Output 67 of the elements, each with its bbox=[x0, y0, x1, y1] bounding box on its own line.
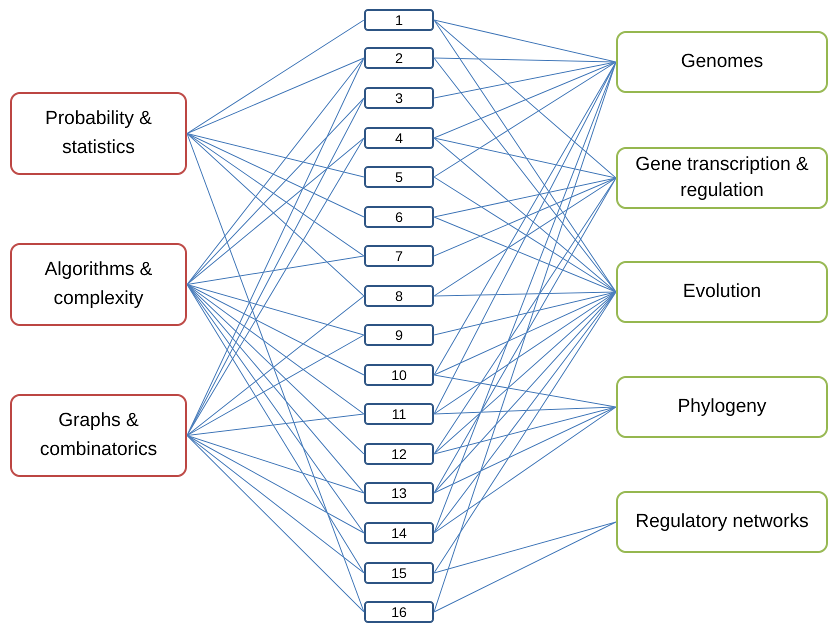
connector-line bbox=[186, 334, 364, 436]
connector-line bbox=[186, 414, 364, 436]
connector-line bbox=[434, 62, 616, 178]
number-box: 7 bbox=[364, 245, 434, 267]
topic-box: Genomes bbox=[616, 31, 828, 93]
connector-line bbox=[186, 133, 364, 256]
topic-box: Evolution bbox=[616, 261, 828, 323]
connector-line bbox=[186, 98, 364, 285]
connector-line bbox=[186, 435, 364, 494]
connector-line bbox=[434, 216, 616, 292]
number-box: 16 bbox=[364, 601, 434, 623]
connector-line bbox=[186, 435, 364, 534]
connector-line bbox=[434, 406, 616, 534]
number-box: 13 bbox=[364, 482, 434, 504]
connector-line bbox=[186, 133, 364, 612]
connector-line bbox=[434, 58, 616, 62]
connector-line bbox=[434, 406, 616, 414]
number-box: 1 bbox=[364, 9, 434, 31]
connector-line bbox=[186, 296, 364, 436]
connector-line bbox=[434, 292, 616, 336]
connector-line bbox=[186, 58, 364, 134]
topic-box: Graphs & combinatorics bbox=[10, 394, 187, 477]
connector-line bbox=[186, 284, 364, 376]
number-box: 15 bbox=[364, 562, 434, 584]
connector-line bbox=[434, 62, 616, 138]
connector-line bbox=[434, 20, 616, 62]
number-box: 4 bbox=[364, 127, 434, 149]
connector-line bbox=[434, 522, 616, 574]
connector-line bbox=[434, 178, 616, 256]
number-box: 8 bbox=[364, 285, 434, 307]
number-box: 2 bbox=[364, 47, 434, 69]
topic-box: Phylogeny bbox=[616, 376, 828, 438]
connector-line bbox=[186, 284, 364, 414]
connector-line bbox=[434, 292, 616, 454]
connector-line bbox=[434, 292, 616, 414]
connector-line bbox=[434, 20, 616, 178]
connector-line bbox=[186, 284, 364, 336]
connector-line bbox=[434, 178, 616, 218]
topic-box: Probability & statistics bbox=[10, 92, 187, 175]
topic-box: Regulatory networks bbox=[616, 491, 828, 553]
connector-line bbox=[434, 406, 616, 454]
connector-line bbox=[186, 58, 364, 285]
connector-line bbox=[434, 62, 616, 98]
connector-line bbox=[186, 20, 364, 134]
connector-line bbox=[186, 284, 364, 454]
number-box: 10 bbox=[364, 364, 434, 386]
connector-line bbox=[186, 133, 364, 178]
connector-line bbox=[186, 133, 364, 218]
connector-line bbox=[434, 138, 616, 178]
number-box: 9 bbox=[364, 324, 434, 346]
number-box: 11 bbox=[364, 403, 434, 425]
number-box: 12 bbox=[364, 443, 434, 465]
connector-line bbox=[434, 522, 616, 612]
connector-line bbox=[434, 374, 616, 408]
connector-line bbox=[434, 292, 616, 376]
connector-line bbox=[186, 256, 364, 285]
connector-line bbox=[434, 292, 616, 296]
connector-line bbox=[434, 406, 616, 494]
connector-line bbox=[186, 435, 364, 574]
number-box: 5 bbox=[364, 166, 434, 188]
number-box: 6 bbox=[364, 206, 434, 228]
connector-line bbox=[434, 138, 616, 292]
topic-box: Algorithms & complexity bbox=[10, 243, 187, 326]
number-box: 14 bbox=[364, 522, 434, 544]
connector-line bbox=[186, 435, 364, 612]
topic-box: Gene transcription & regulation bbox=[616, 147, 828, 209]
number-box: 3 bbox=[364, 87, 434, 109]
